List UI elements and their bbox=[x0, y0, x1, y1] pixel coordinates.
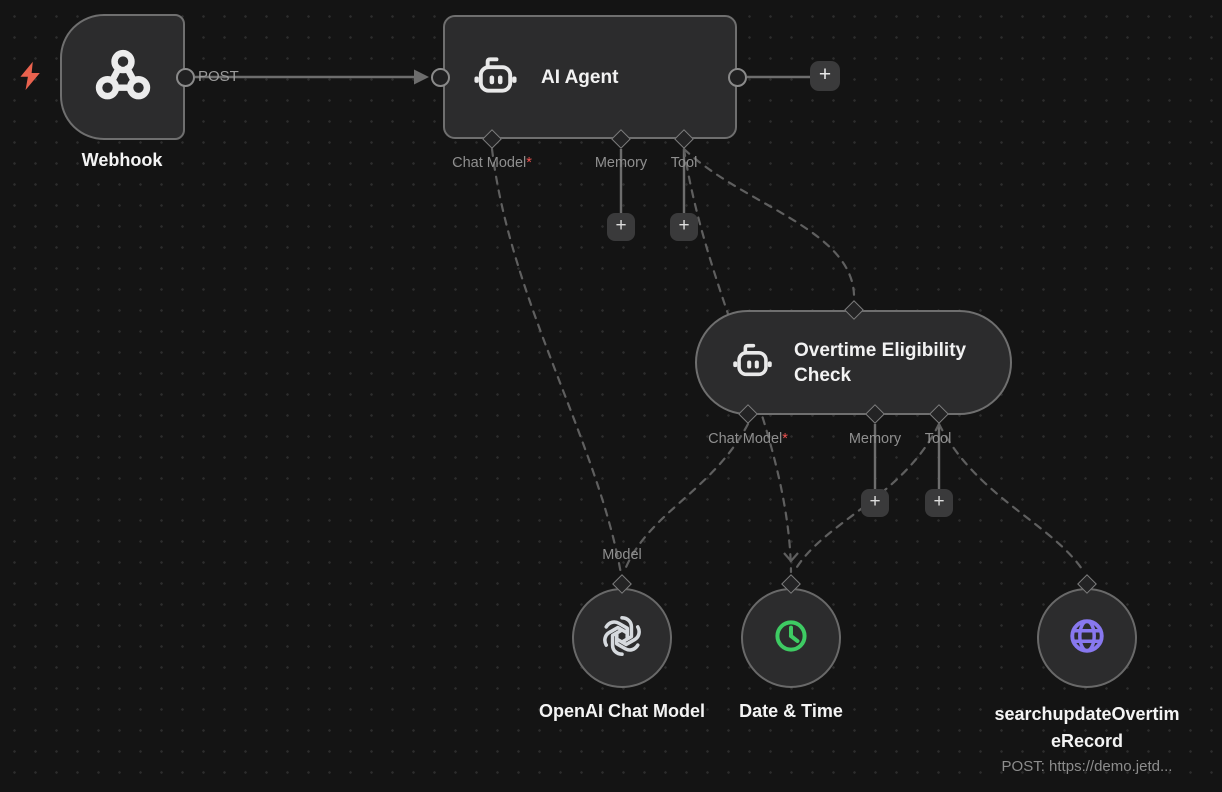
webhook-output-port[interactable] bbox=[176, 68, 195, 87]
overtime-tool-plus-button[interactable]: + bbox=[925, 489, 953, 517]
globe-icon bbox=[1063, 612, 1111, 665]
trigger-lightning-icon bbox=[16, 60, 44, 97]
http-tool-node-subtitle: POST: https://demo.jetd... bbox=[1001, 758, 1173, 775]
ai-agent-tool-plus-button[interactable]: + bbox=[670, 213, 698, 241]
port-label-text: Chat Model bbox=[452, 155, 527, 171]
node-ai-agent[interactable]: AI Agent bbox=[443, 15, 737, 139]
port-label-text: Memory bbox=[848, 431, 902, 447]
port-label-text: Memory bbox=[594, 155, 648, 171]
required-marker: * bbox=[526, 155, 532, 171]
ai-agent-memory-plus-button[interactable]: + bbox=[607, 213, 635, 241]
openai-icon bbox=[599, 613, 645, 664]
port-label-text: Model bbox=[602, 547, 642, 563]
ai-agent-input-port[interactable] bbox=[431, 68, 450, 87]
connection-overtime-tool-to-http bbox=[937, 422, 1086, 574]
overtime-memory-label: Memory bbox=[849, 431, 901, 447]
overtime-memory-plus-button[interactable]: + bbox=[861, 489, 889, 517]
connection-agent-tool-to-overtime bbox=[682, 147, 856, 302]
connection-agent-chatmodel-to-openai bbox=[490, 147, 623, 576]
node-overtime-eligibility-check[interactable]: Overtime Eligibility Check bbox=[695, 310, 1012, 415]
node-openai-chat-model[interactable] bbox=[572, 588, 672, 688]
overtime-agent-title: Overtime Eligibility Check bbox=[794, 339, 967, 386]
robot-icon bbox=[731, 341, 774, 384]
ai-agent-tool-label: Tool bbox=[671, 155, 698, 171]
arrowhead-into-datetime bbox=[783, 552, 799, 563]
port-label-text: Tool bbox=[670, 155, 698, 171]
openai-model-port-label: Model bbox=[602, 547, 642, 563]
overtime-tool-label: Tool bbox=[925, 431, 952, 447]
ai-agent-chatmodel-label: Chat Model* bbox=[452, 155, 532, 171]
robot-icon bbox=[472, 54, 519, 101]
ai-agent-title: AI Agent bbox=[541, 66, 619, 88]
http-tool-node-label: searchupdateOvertimeRecord bbox=[994, 704, 1180, 751]
node-date-time[interactable] bbox=[741, 588, 841, 688]
solid-connections bbox=[195, 75, 941, 489]
required-marker: * bbox=[782, 431, 788, 447]
node-webhook[interactable] bbox=[60, 14, 185, 140]
node-searchupdate-overtime-record[interactable] bbox=[1037, 588, 1137, 688]
ai-agent-memory-label: Memory bbox=[595, 155, 647, 171]
clock-icon bbox=[768, 613, 814, 664]
overtime-chatmodel-label: Chat Model* bbox=[708, 431, 788, 447]
port-label-text: Chat Model bbox=[708, 431, 783, 447]
port-label-text: Tool bbox=[924, 431, 952, 447]
arrowhead-webhook-to-agent bbox=[414, 69, 429, 85]
webhook-node-label: Webhook bbox=[81, 150, 163, 170]
webhook-output-method-label: POST bbox=[198, 68, 239, 85]
openai-node-label: OpenAI Chat Model bbox=[539, 701, 705, 721]
ai-agent-output-port[interactable] bbox=[728, 68, 747, 87]
add-node-button[interactable]: + bbox=[810, 61, 840, 91]
datetime-node-label: Date & Time bbox=[739, 701, 843, 721]
webhook-icon bbox=[92, 44, 154, 111]
connection-overtime-chatmodel-to-openai bbox=[622, 422, 750, 574]
